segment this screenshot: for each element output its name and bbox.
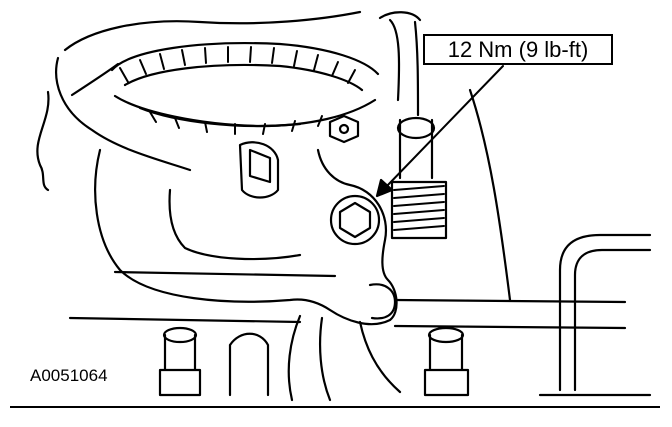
wiring-harness [287,314,402,402]
bracket-inner-line [113,270,337,278]
pulley-lower-ring [113,94,377,128]
bottom-divider [10,406,660,408]
stud-top [396,116,436,140]
tube-cap [378,11,422,22]
upper-hex-bolt [328,114,360,144]
sensor-body [238,141,280,199]
figure-id-label: A0051064 [30,366,108,385]
stud-nut-body [390,180,448,240]
bracket-body-left [168,188,302,261]
lower-right-stud-top [427,326,465,344]
torque-callout: 12 Nm (9 lb-ft) [423,34,613,65]
reluctor-ring-outer [110,42,380,76]
right-box-outer [558,233,652,392]
callout-arrowhead [375,178,394,198]
torque-callout-label: 12 Nm (9 lb-ft) [447,36,589,62]
bracket-outline [94,148,398,326]
lower-rail-bottom [393,324,627,330]
reluctor-teeth [119,46,356,84]
lower-right-stud [423,333,470,397]
callout-leader-line [384,65,504,189]
bracket-bolt-hex [338,201,372,239]
right-box-inner [573,248,652,392]
lower-left-stud-top [162,326,198,344]
upper-hex-bolt-center [338,123,350,135]
dipstick-tube-left [388,18,401,102]
bracket-bolt-washer [329,194,381,246]
left-edge-contour [36,90,50,192]
right-frame-curve [468,88,512,302]
upper-hose-outline [63,10,362,52]
harness-connector [368,283,397,320]
lower-center-fitting [228,332,270,397]
dipstick-tube-right [413,20,420,117]
stud-shaft [398,118,434,180]
upper-hose-lower [70,62,120,97]
pulley-lower-ring-inner [138,106,302,128]
reluctor-ring-inner [123,63,364,92]
pulley-teeth-row [149,111,323,135]
lower-left-stud [158,333,202,397]
housing-left-side [55,56,192,172]
stud-thread-lines [393,185,445,231]
sensor-connector [248,148,272,184]
